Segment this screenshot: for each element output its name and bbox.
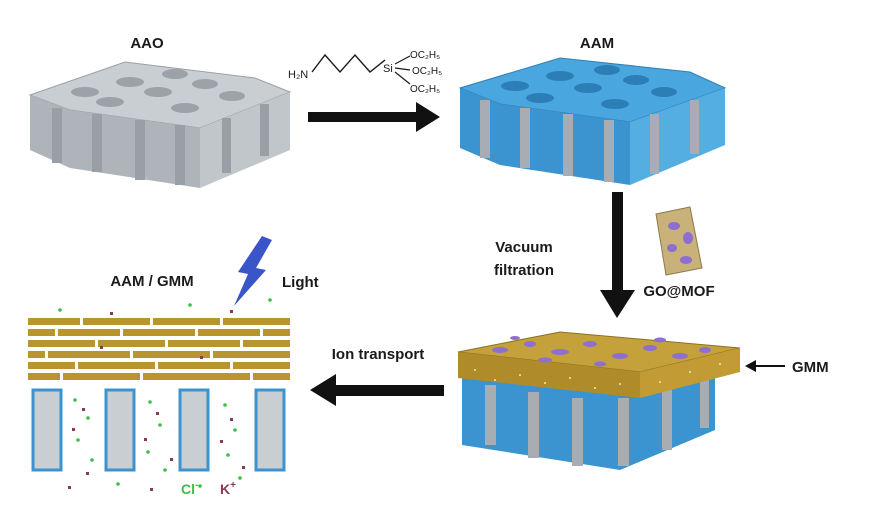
light-label: Light xyxy=(282,274,319,291)
arrow-left-bottom xyxy=(310,374,444,406)
aam-gmm-label: AAM / GMM xyxy=(110,273,193,290)
chloride-label: Cl- xyxy=(181,480,198,497)
ethoxy-group-3: OC₂H₅ xyxy=(410,84,440,95)
aam-label: AAM xyxy=(580,35,614,52)
silicon-atom: Si xyxy=(383,63,393,75)
vacuum-label: Vacuum xyxy=(495,239,553,256)
potassium-label: K+ xyxy=(220,480,236,497)
amine-group: H₂N xyxy=(288,69,308,81)
gomof-label: GO@MOF xyxy=(643,283,714,300)
filtration-label: filtration xyxy=(494,262,554,279)
gmm-pointer-arrow xyxy=(745,360,785,372)
ion-transport-label: Ion transport xyxy=(332,346,425,363)
gmm-label: GMM xyxy=(792,359,829,376)
lightning-icon xyxy=(234,236,272,306)
ethoxy-group-2: OC₂H₅ xyxy=(412,66,442,77)
arrow-right-top xyxy=(308,102,440,132)
gmm-membrane xyxy=(457,331,741,470)
aminosilane-structure: H₂N Si OC₂H₅ OC₂H₅ OC₂H₅ xyxy=(288,50,442,95)
aam-membrane xyxy=(458,57,727,185)
cross-section xyxy=(28,298,290,491)
aao-label: AAO xyxy=(130,35,164,52)
ethoxy-group-1: OC₂H₅ xyxy=(410,50,440,61)
aao-membrane xyxy=(28,61,292,188)
arrow-down-right xyxy=(600,192,635,318)
go-mof-flake xyxy=(655,206,703,276)
